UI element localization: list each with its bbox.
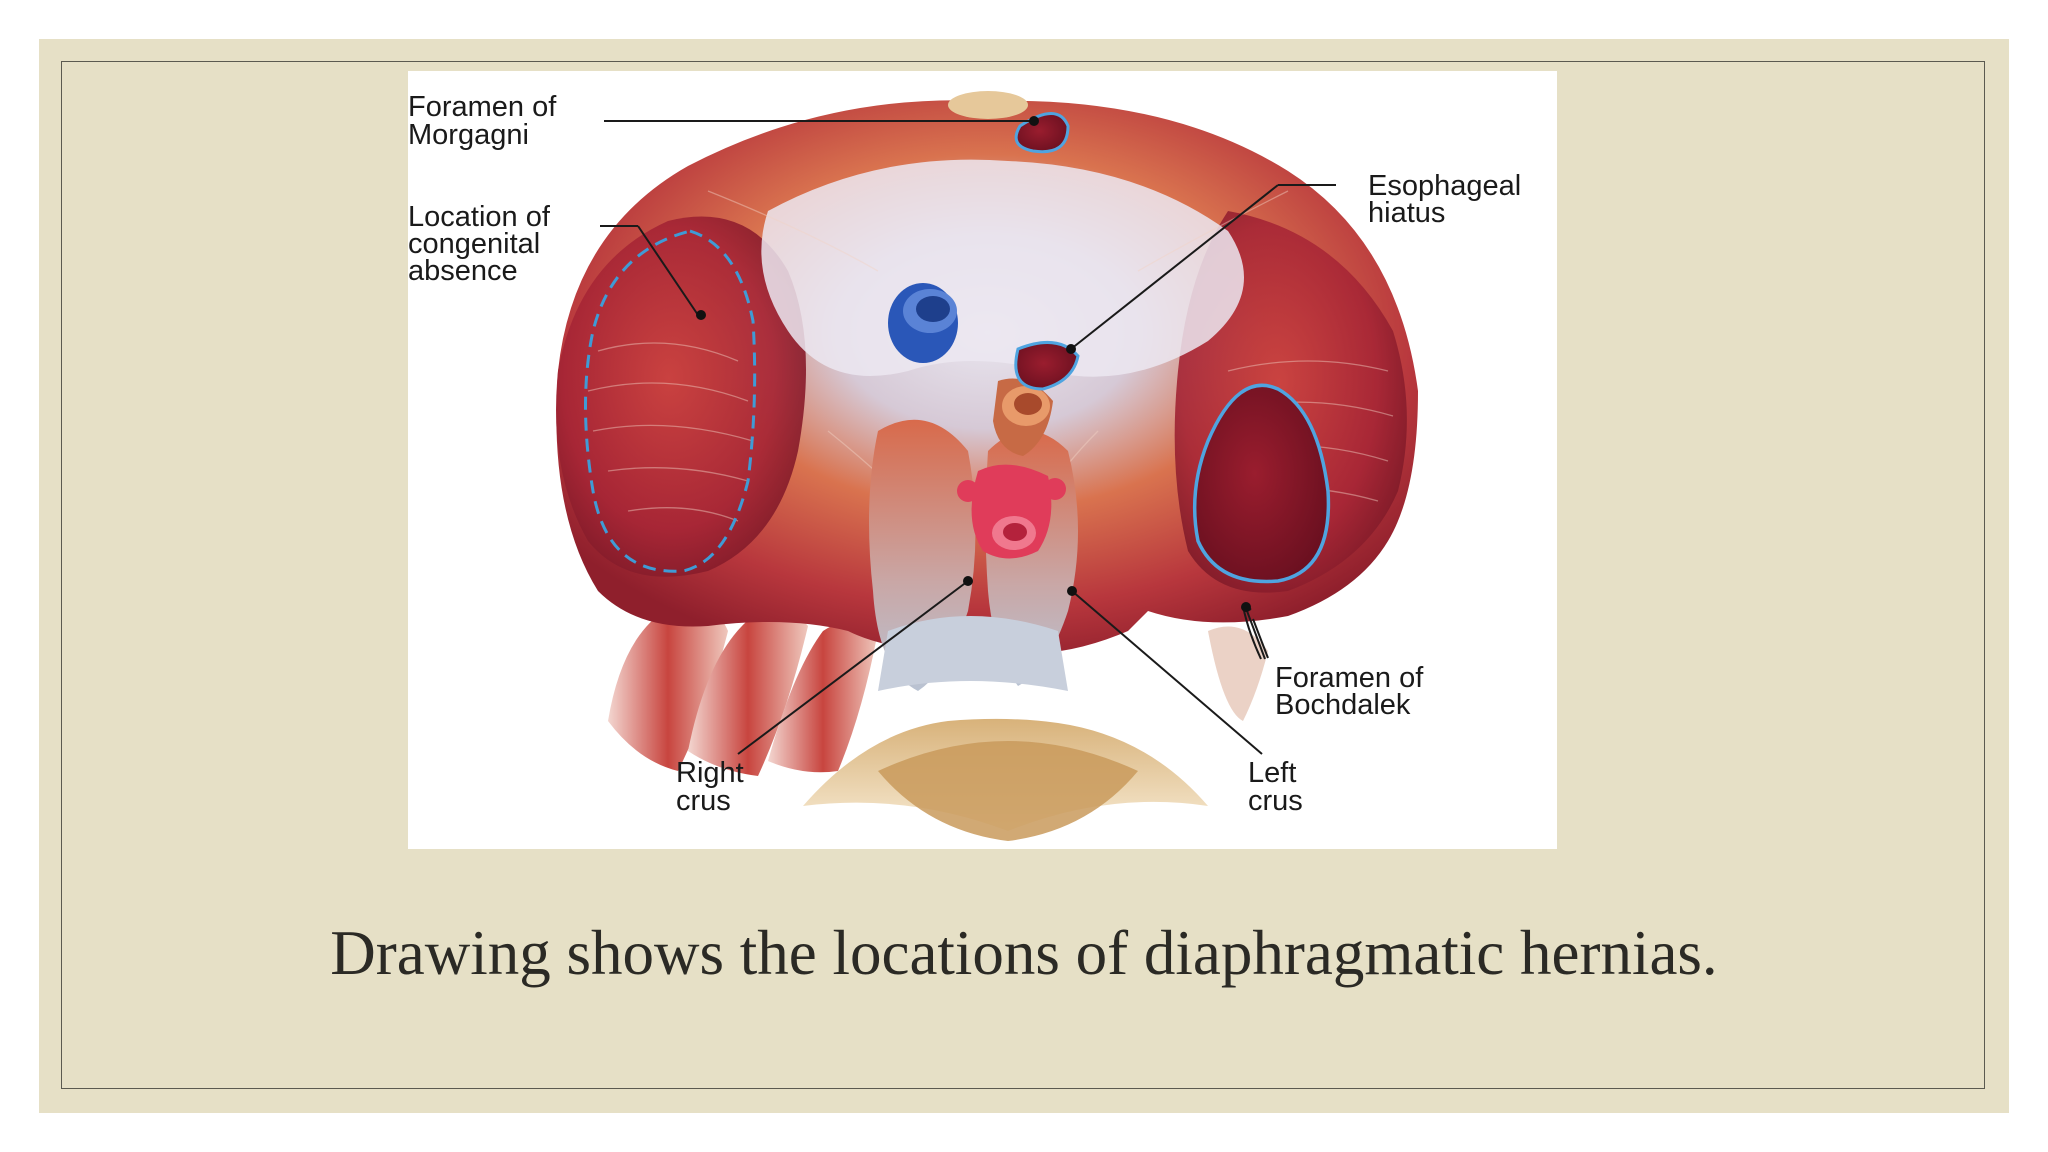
label-esophageal-hiatus-1: Esophageal bbox=[1368, 170, 1521, 202]
lower-muscle-band-3 bbox=[768, 621, 878, 773]
foramen-of-morgagni bbox=[1014, 112, 1070, 154]
label-right-crus-2: crus bbox=[676, 785, 731, 817]
diaphragm-illustration: Foramen of Morgagni Location of congenit… bbox=[408, 71, 1557, 849]
leader-lines bbox=[600, 120, 1336, 755]
slide-caption: Drawing shows the locations of diaphragm… bbox=[330, 918, 1718, 988]
label-esophageal-hiatus-2: hiatus bbox=[1368, 197, 1445, 229]
slide-frame bbox=[61, 61, 1985, 1089]
label-congenital-absence-2: congenital bbox=[408, 228, 540, 260]
label-foramen-of-morgagni-1: Foramen of bbox=[408, 91, 557, 123]
central-tendon bbox=[761, 159, 1244, 377]
esophageal-hiatus bbox=[1014, 340, 1080, 391]
label-foramen-of-bochdalek-2: Bochdalek bbox=[1275, 689, 1411, 721]
pointer-dots bbox=[696, 116, 1251, 612]
slide: Foramen of Morgagni Location of congenit… bbox=[39, 39, 2009, 1113]
congenital-absence-outline bbox=[584, 229, 757, 573]
median-arcuate bbox=[878, 616, 1068, 691]
sternum-tip bbox=[948, 91, 1028, 119]
diaphragm-drawing: Foramen of Morgagni Location of congenit… bbox=[408, 91, 1521, 841]
label-left-crus-1: Left bbox=[1248, 757, 1296, 789]
label-left-crus-2: crus bbox=[1248, 785, 1303, 817]
label-foramen-of-morgagni-2: Morgagni bbox=[408, 119, 529, 151]
label-congenital-absence-3: absence bbox=[408, 255, 518, 287]
label-foramen-of-bochdalek-1: Foramen of bbox=[1275, 662, 1424, 694]
lower-muscle-band-1 bbox=[608, 603, 728, 771]
right-leaflet bbox=[556, 216, 806, 577]
label-right-crus-1: Right bbox=[676, 757, 744, 789]
foramen-of-bochdalek bbox=[1192, 383, 1331, 584]
label-congenital-absence-1: Location of bbox=[408, 201, 551, 233]
lower-muscle-band-2 bbox=[688, 610, 808, 776]
